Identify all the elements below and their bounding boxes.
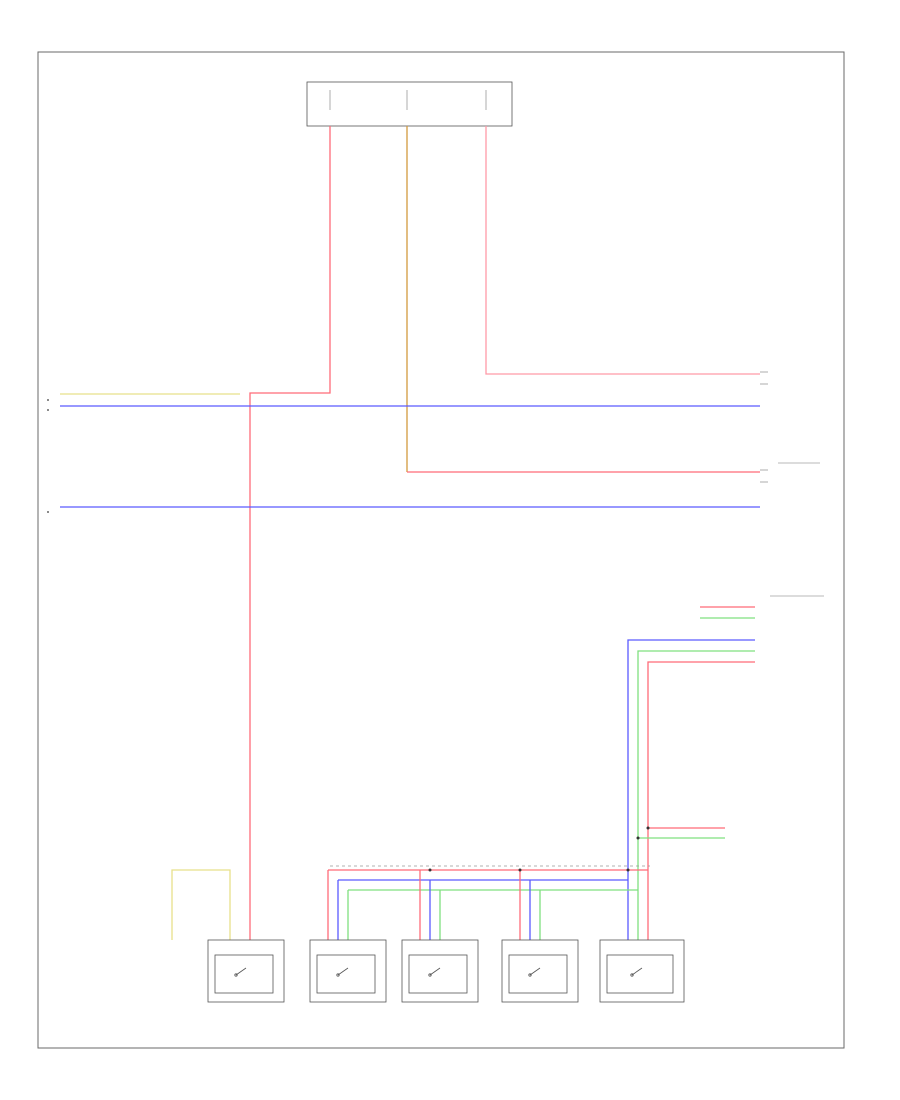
module-4: [501, 939, 579, 1003]
switch-icon: [630, 967, 643, 977]
wire-green-vertical: [637, 650, 755, 900]
module-drops: [327, 870, 649, 940]
switch-icon: [336, 967, 349, 977]
module-5: [599, 939, 685, 1003]
switch-icon: [428, 967, 441, 977]
wire-pink: [485, 126, 760, 375]
junction-dots: [428, 826, 650, 872]
wire-yellow-ground: [171, 869, 231, 940]
fuse-block: [306, 81, 513, 127]
wire-blue-vertical: [627, 639, 755, 900]
right-connectors: [760, 371, 824, 597]
wire-red-vertical: [647, 661, 755, 900]
wire-red-1: [249, 126, 331, 890]
switch-icon: [528, 967, 541, 977]
module-3: [401, 939, 479, 1003]
module-2: [309, 939, 387, 1003]
switch-icon: [234, 967, 247, 977]
module-1: [207, 939, 285, 1003]
left-markers: [47, 399, 49, 513]
diagram-frame: [37, 51, 845, 1049]
